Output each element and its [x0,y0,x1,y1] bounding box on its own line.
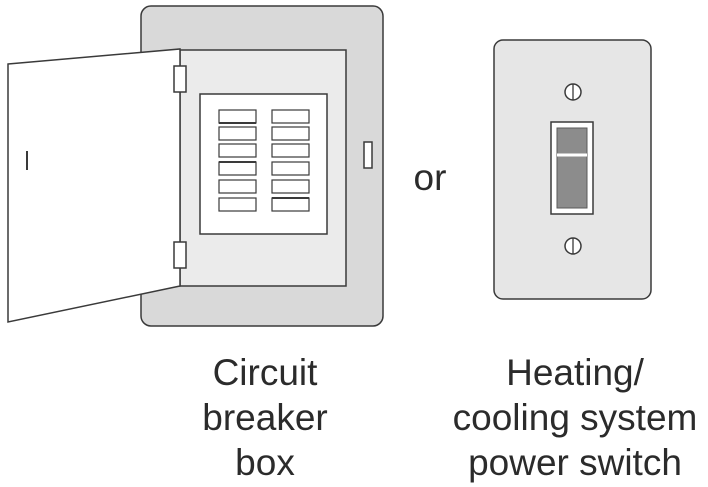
breaker-box-latch [363,141,373,169]
breaker-switch [218,109,257,124]
breaker-switch [218,197,257,212]
breaker-switch [271,161,310,176]
caption-line: power switch [468,442,682,483]
breaker-box-door [7,48,181,323]
caption-line: box [235,442,295,483]
circuit-breaker-box [7,5,384,327]
breaker-switch [271,179,310,194]
breaker-switches [218,109,310,212]
caption-line: Heating/ [506,352,644,393]
breaker-switch [218,126,257,141]
screw-icon [564,237,582,255]
breaker-box-caption: Circuit breaker box [175,350,355,485]
caption-line: cooling system [452,397,698,438]
breaker-switch [218,161,257,176]
power-switch-caption: Heating/ cooling system power switch [425,350,708,485]
caption-line: Circuit [212,352,318,393]
or-label: or [413,157,447,198]
breaker-switch [271,126,310,141]
breaker-switch [218,179,257,194]
breaker-switch [218,143,257,158]
screw-icon [564,83,582,101]
breaker-switch [271,143,310,158]
power-switch [493,39,652,300]
breaker-switch [271,109,310,124]
breaker-switch-marks [219,122,309,199]
caption-line: breaker [202,397,328,438]
breaker-switch [271,197,310,212]
door-hinge-top [173,65,187,93]
switch-toggle [556,127,588,209]
door-hinge-bottom [173,241,187,269]
